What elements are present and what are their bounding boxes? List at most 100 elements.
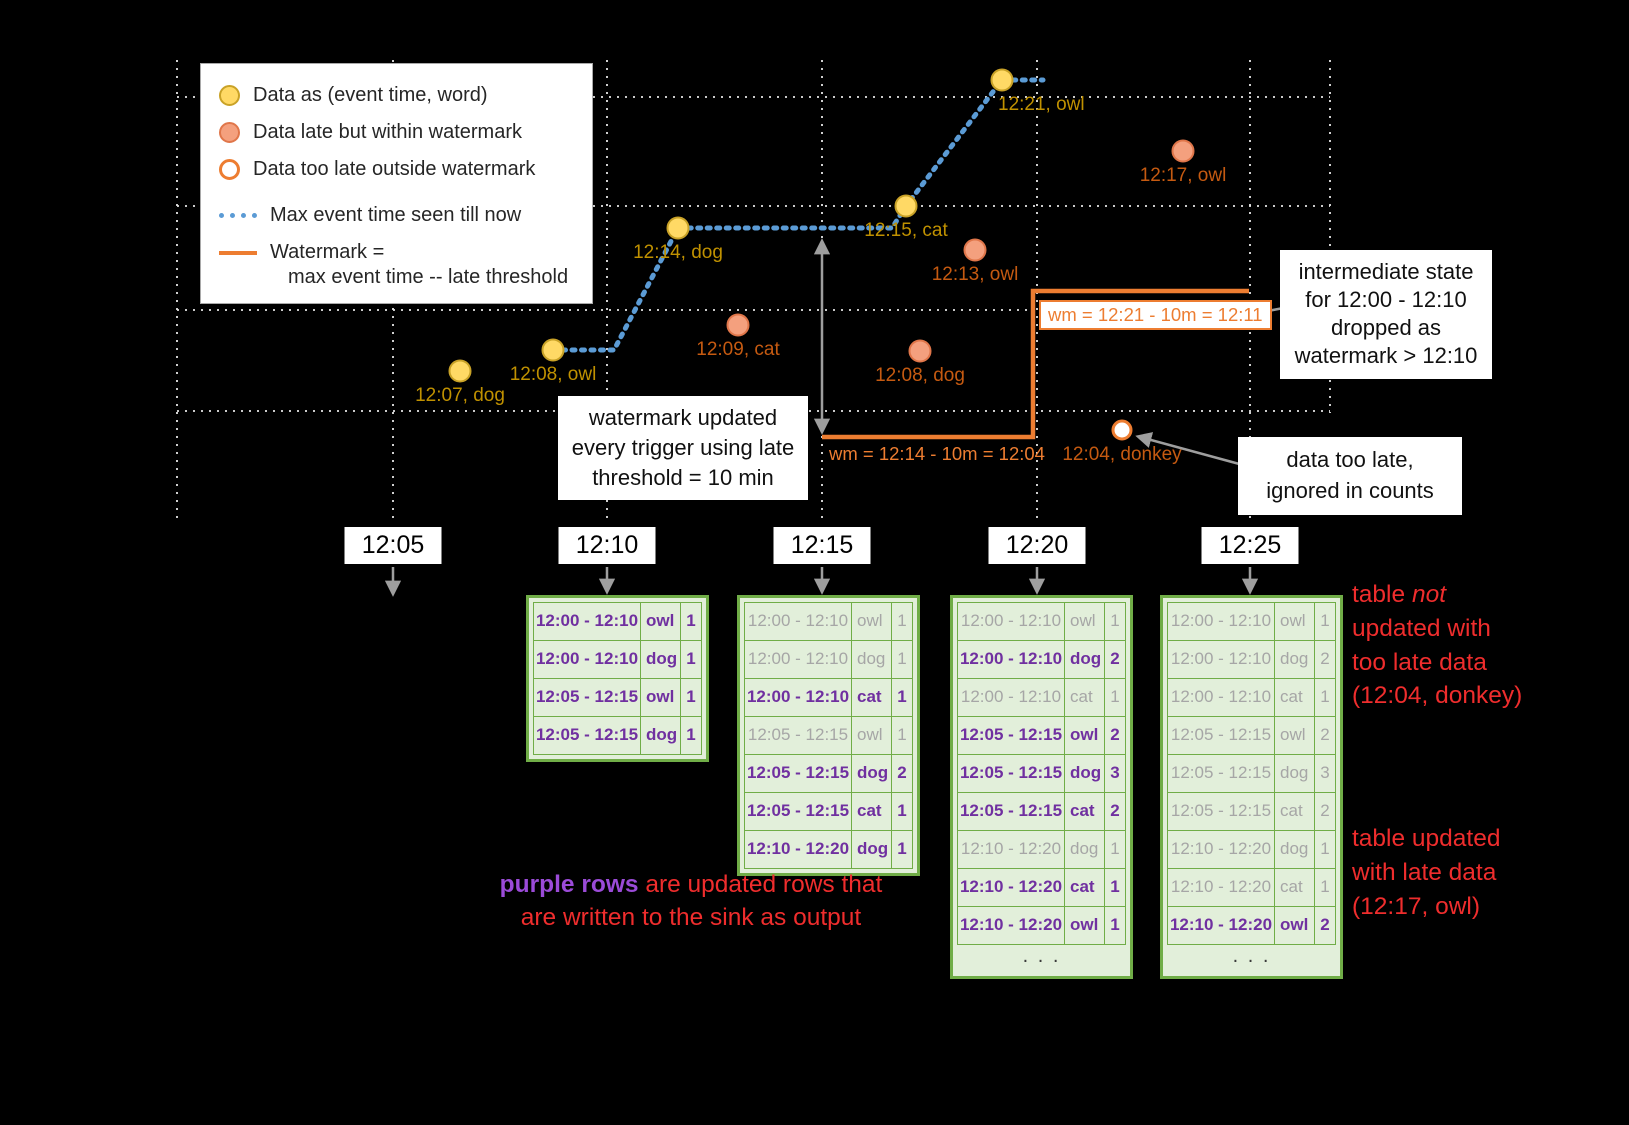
- data-point-label: 12:08, owl: [509, 364, 597, 385]
- table-cell-word: owl: [640, 603, 680, 640]
- data-point-label: 12:09, cat: [696, 339, 780, 360]
- table-cell-win: 12:05 - 12:15: [535, 687, 639, 706]
- callout-watermark-updated: watermark updated every trigger using la…: [558, 396, 808, 500]
- watermark-value-2: wm = 12:21 - 10m = 12:11: [1039, 300, 1272, 330]
- table-cell-word: cat: [1274, 793, 1314, 830]
- legend-item-maxevent: Max event time seen till now: [219, 197, 574, 234]
- data-point-label: 12:14, dog: [633, 242, 723, 263]
- callout-too-late: data too late, ignored in counts: [1238, 437, 1462, 515]
- table-cell-cnt: 1: [1314, 869, 1335, 906]
- note-text: updated with too late data (12:04, donke…: [1352, 614, 1523, 710]
- legend-item-toolate: Data too late outside watermark: [219, 151, 574, 188]
- max-event-line-icon: [219, 213, 257, 218]
- legend-item-watermark: Watermark =: [219, 234, 574, 271]
- table-cell-win: 12:00 - 12:10: [747, 649, 849, 668]
- table-cell-word: cat: [1064, 793, 1104, 830]
- table-cell-win: 12:05 - 12:15: [1170, 725, 1272, 744]
- table-cell-win: 12:00 - 12:10: [960, 611, 1062, 630]
- legend-label: Data as (event time, word): [253, 84, 488, 106]
- table-cell-cnt: 1: [891, 641, 912, 678]
- table-cell-cnt: 1: [891, 679, 912, 716]
- table-cell-cnt: 1: [891, 603, 912, 640]
- data-point-label: 12:07, dog: [415, 385, 505, 406]
- table-cell-win: 12:00 - 12:10: [1170, 611, 1272, 630]
- table-cell-cnt: 1: [1314, 603, 1335, 640]
- legend-label: Data too late outside watermark: [253, 158, 536, 180]
- table-cell-cnt: 2: [1104, 641, 1125, 678]
- timeline-label-12-05: 12:05: [344, 527, 442, 564]
- data-point-12-13-owl: [963, 238, 987, 262]
- note-updated-late: table updated with late data (12:17, owl…: [1352, 825, 1501, 920]
- table-cell-win: 12:00 - 12:10: [1170, 649, 1272, 668]
- table-cell-cnt: 1: [1104, 907, 1125, 944]
- table-cell-word: dog: [1274, 831, 1314, 868]
- table-cell-cnt: 1: [1314, 831, 1335, 868]
- data-point-12-15-cat: [894, 194, 918, 218]
- table-cell-word: owl: [1274, 603, 1314, 640]
- table-cell-word: cat: [1274, 679, 1314, 716]
- legend-label: Max event time seen till now: [270, 204, 522, 226]
- table-cell-word: dog: [851, 641, 891, 678]
- table-cell-win: 12:00 - 12:10: [959, 649, 1063, 668]
- table-cell-word: owl: [1274, 717, 1314, 754]
- data-point-12-04-donkey: [1111, 419, 1133, 441]
- table-cell-cnt: 3: [1104, 755, 1125, 792]
- table-cell-cnt: 3: [1314, 755, 1335, 792]
- note-text: table: [1352, 581, 1412, 608]
- data-point-label: 12:21, owl: [998, 94, 1085, 115]
- table-ellipsis-row: . . .: [1022, 945, 1061, 967]
- table-cell-win: 12:10 - 12:20: [960, 839, 1062, 858]
- table-cell-win: 12:05 - 12:15: [959, 725, 1063, 744]
- table-cell-win: 12:05 - 12:15: [1170, 801, 1272, 820]
- table-cell-cnt: 1: [1314, 679, 1335, 716]
- table-cell-cnt: 1: [1104, 603, 1125, 640]
- table-cell-cnt: 1: [1104, 831, 1125, 868]
- table-cell-cnt: 1: [1104, 679, 1125, 716]
- data-point-12-07-dog: [448, 359, 472, 383]
- table-cell-win: 12:05 - 12:15: [746, 801, 850, 820]
- table-cell-word: cat: [1064, 679, 1104, 716]
- timeline-label-12-25: 12:25: [1201, 527, 1299, 564]
- table-cell-cnt: 1: [680, 679, 701, 716]
- data-point-label: 12:15, cat: [864, 220, 948, 241]
- table-cell-cnt: 2: [1314, 717, 1335, 754]
- callout-state-dropped: intermediate state for 12:00 - 12:10 dro…: [1280, 250, 1492, 379]
- table-cell-win: 12:10 - 12:20: [1169, 915, 1273, 934]
- note-text: are updated rows that are written to the…: [520, 871, 883, 932]
- table-cell-word: owl: [1064, 603, 1104, 640]
- table-cell-cnt: 2: [1314, 907, 1335, 944]
- data-point-12-08-owl: [541, 338, 565, 362]
- table-cell-win: 12:05 - 12:15: [746, 763, 850, 782]
- table-cell-word: cat: [851, 793, 891, 830]
- table-cell-cnt: 1: [891, 831, 912, 868]
- table-cell-cnt: 1: [1104, 869, 1125, 906]
- table-cell-word: dog: [1064, 755, 1104, 792]
- data-point-12-14-dog: [666, 216, 690, 240]
- table-cell-cnt: 1: [891, 717, 912, 754]
- table-cell-win: 12:10 - 12:20: [959, 877, 1063, 896]
